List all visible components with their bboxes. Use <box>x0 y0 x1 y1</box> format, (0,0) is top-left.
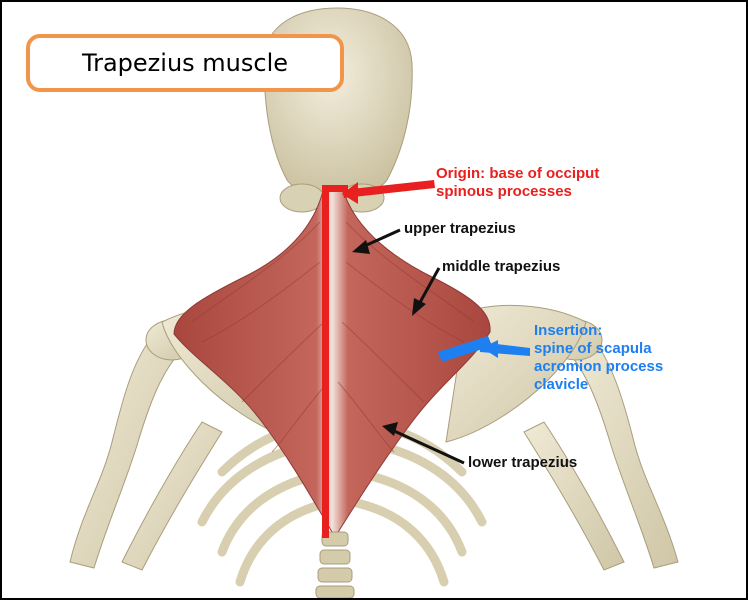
origin-label-line2: spinous processes <box>436 183 572 200</box>
spine-shape <box>316 532 354 598</box>
lower-trapezius-label: lower trapezius <box>468 454 577 471</box>
trapezius-muscle-shape <box>174 187 490 537</box>
origin-label-line1: Origin: base of occiput <box>436 165 599 182</box>
insertion-label-line2: spine of scapula <box>534 340 652 357</box>
insertion-label-line3: acromion process <box>534 358 663 375</box>
page-title: Trapezius muscle <box>82 49 288 77</box>
middle-trapezius-label: middle trapezius <box>442 258 560 275</box>
upper-trapezius-label: upper trapezius <box>404 220 516 237</box>
insertion-label-line1: Insertion: <box>534 322 602 339</box>
title-box: Trapezius muscle <box>26 34 344 92</box>
insertion-label-line4: clavicle <box>534 376 588 393</box>
